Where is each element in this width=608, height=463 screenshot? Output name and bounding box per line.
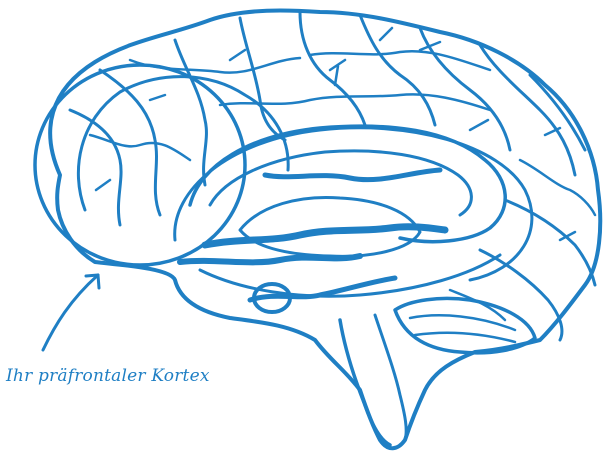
vessel-branch-b [250, 278, 395, 300]
corpus-callosum-inner [210, 151, 471, 215]
vessel-branch-a [265, 170, 440, 180]
gyrus-line [480, 250, 562, 340]
cerebellum-fold [410, 315, 515, 330]
arrow-shaft [43, 275, 98, 350]
gyrus-line [420, 28, 510, 150]
cerebellum-fold [415, 333, 515, 342]
brainstem-outline [375, 315, 406, 440]
prefrontal-cortex-label: Ihr präfrontaler Kortex [6, 366, 210, 386]
gyrus-line [530, 75, 585, 150]
gyrus-line [240, 18, 285, 140]
annotation-arrow [43, 275, 99, 350]
gyrus-line [175, 40, 206, 185]
gyrus-line [360, 15, 435, 125]
main-vessel-lower [180, 256, 360, 262]
gyrus-line [90, 135, 190, 160]
prefrontal-region-outline [35, 65, 245, 265]
